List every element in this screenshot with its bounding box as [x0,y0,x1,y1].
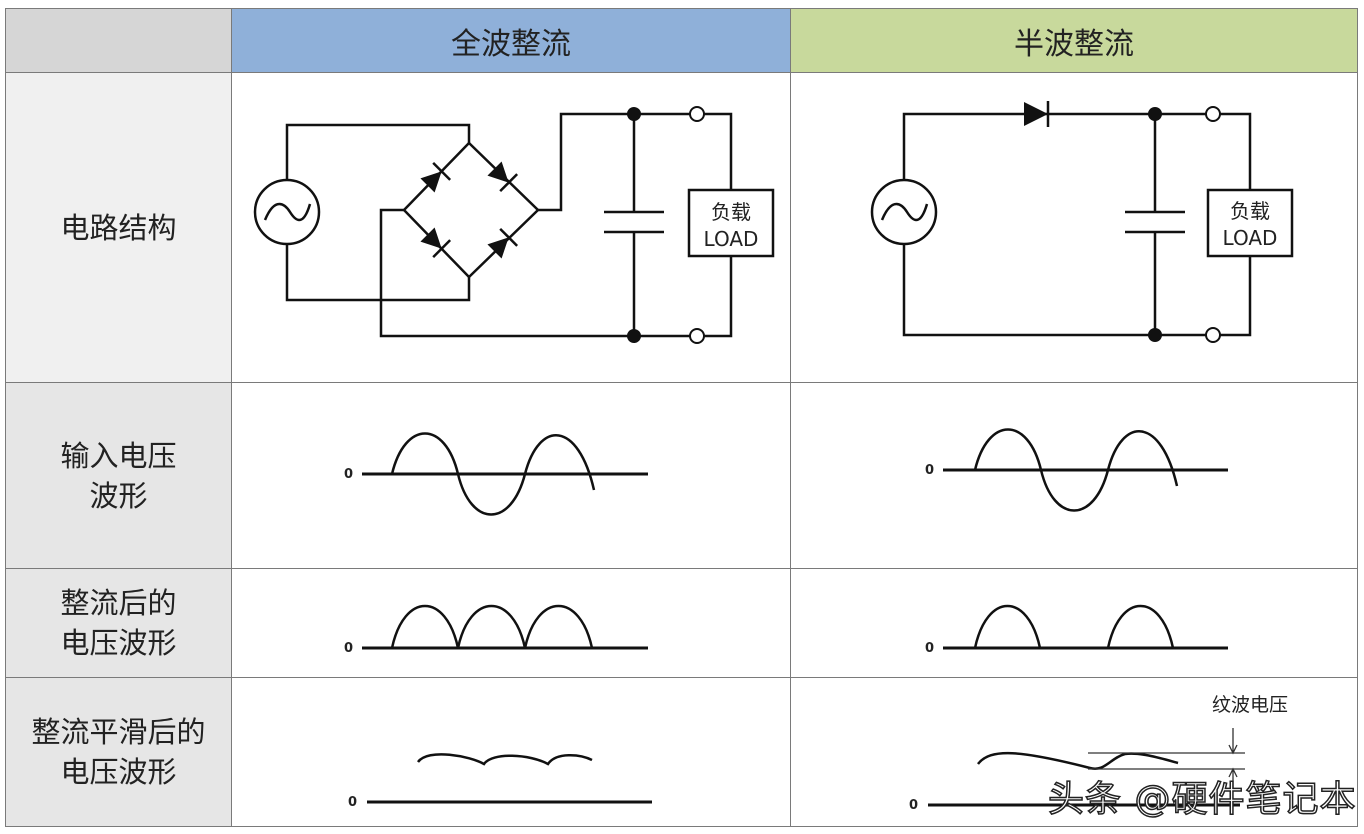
sine-wave [973,428,1179,512]
terminal-icon [689,328,705,344]
terminal-icon [1205,106,1221,122]
half-smoothed-waveform: 0 纹波电压 [909,694,1288,813]
bridge [402,141,540,279]
diode-icon [420,227,452,259]
ripple-voltage-label: 纹波电压 [1212,694,1288,716]
ripple-reference-lines [1088,752,1245,770]
diode-icon [487,161,519,193]
axis-zero-label: 0 [925,641,934,656]
half-rectified-waveform: 0 [925,604,1228,656]
ripple-wave [977,751,1179,770]
axis-zero-label: 0 [909,798,918,813]
diode-icon [1024,101,1050,127]
half-input-waveform: 0 [925,428,1228,512]
wire [285,123,471,302]
wire [902,112,1252,337]
header-half-wave: 半波整流 [790,8,1358,73]
wire [379,112,733,338]
row-label-smoothed: 整流平滑后的电压波形 [5,677,232,827]
load-label-en: LOAD [704,227,759,251]
sine-wave [390,432,596,516]
load-box [687,188,775,258]
full-input-waveform: 0 [344,432,648,516]
half-wave-circuit: 负载 LOAD [870,101,1294,343]
load-label-cn: 负载 [1230,199,1270,223]
ripple-wave [416,753,593,766]
label-line: 输入电压 [60,438,177,473]
label-line: 电路结构 [60,210,177,245]
ripple-arrow-icon [1228,728,1238,790]
node-dot [1148,328,1162,342]
node-dot [627,107,641,121]
ac-source-icon [253,178,321,246]
header-corner [5,8,232,73]
capacitor-icon [1125,114,1185,335]
row-label-rectified: 整流后的电压波形 [5,568,232,678]
row-label-input: 输入电压波形 [5,382,232,569]
ac-source-icon [870,178,938,246]
label-line: 电压波形 [60,755,177,789]
full-rectified-waveform: 0 [344,604,648,656]
label-line: 整流平滑后的 [31,715,206,749]
full-smoothed-waveform: 0 [348,753,652,810]
diode-icon [420,161,452,193]
terminal-icon [1205,327,1221,343]
capacitor-icon [604,114,664,336]
axis-zero-label: 0 [344,467,353,482]
node-dot [1148,107,1162,121]
full-wave-circuit: 负载 LOAD [253,106,775,344]
sine-glyph-icon [263,202,312,222]
half-smoothed-cell [790,677,1358,827]
axis-zero-label: 0 [925,463,934,478]
watermark: 头条 @硬件笔记本 [1047,778,1357,821]
axis-zero-label: 0 [344,641,353,656]
load-label-cn: 负载 [711,200,751,224]
load-box [1206,188,1294,258]
diode-icon [487,227,519,259]
axis-zero-label: 0 [348,795,357,810]
header-full-wave: 全波整流 [231,8,791,73]
label-line: 波形 [89,478,148,513]
sine-glyph-icon [880,202,929,222]
load-label-en: LOAD [1223,226,1278,250]
label-line: 整流后的 [60,586,177,620]
label-line: 电压波形 [60,626,177,660]
node-dot [627,329,641,343]
terminal-icon [689,106,705,122]
rectified-wave [390,604,594,649]
rectified-wave [973,604,1175,649]
